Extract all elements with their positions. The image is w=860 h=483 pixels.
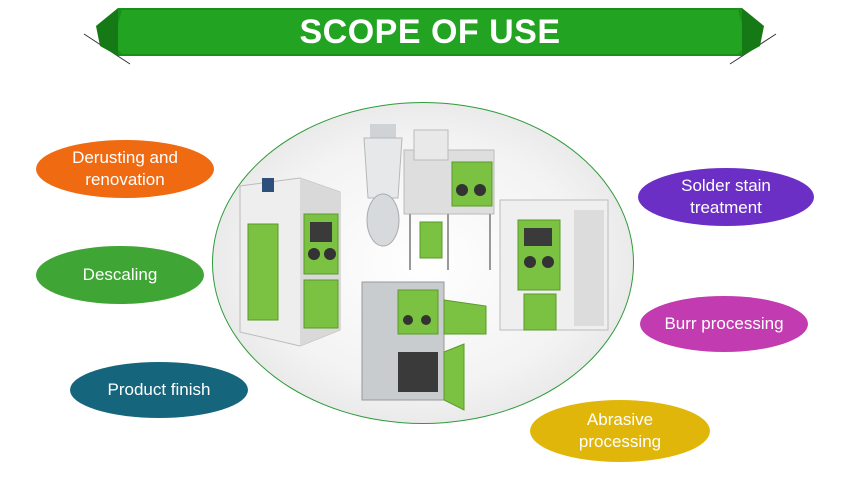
application-label: Product finish <box>107 380 211 399</box>
application-label: Burr processing <box>664 314 784 333</box>
application-descaling: Descaling <box>36 246 204 304</box>
machine-cabinet-right <box>499 199 609 331</box>
application-label: Abrasive processing <box>578 410 662 451</box>
application-label: Solder stain treatment <box>681 176 771 217</box>
application-product-finish: Product finish <box>70 362 248 418</box>
header-banner <box>83 8 777 65</box>
machine-with-hopper <box>363 124 495 270</box>
page-title: SCOPE OF USE <box>299 13 561 51</box>
application-derusting-renovation: Derusting and renovation <box>36 140 214 198</box>
application-abrasive-processing: Abrasive processing <box>530 400 710 462</box>
application-solder-stain-treatment: Solder stain treatment <box>638 168 814 226</box>
application-label: Descaling <box>82 265 158 284</box>
application-label: Derusting and renovation <box>72 148 178 189</box>
machine-cabinet-left <box>239 177 341 347</box>
machine-stainless-front <box>361 281 487 411</box>
application-burr-processing: Burr processing <box>640 296 808 352</box>
